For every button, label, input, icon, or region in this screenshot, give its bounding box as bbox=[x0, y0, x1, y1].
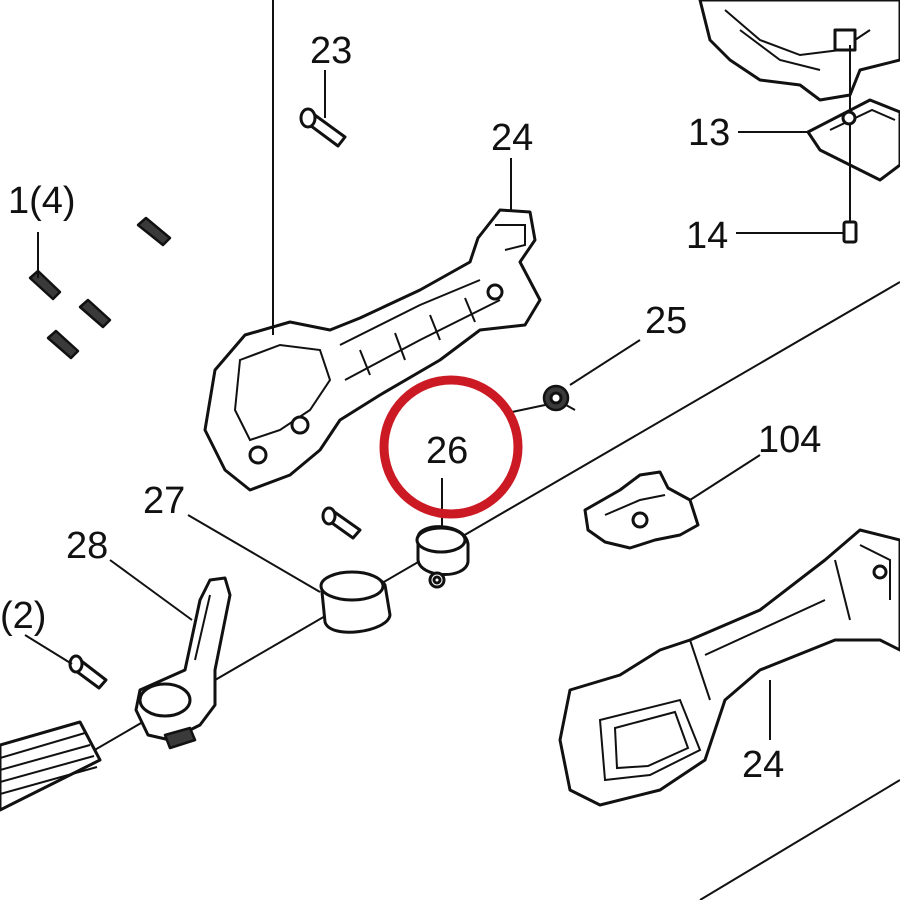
part-27-sleeve bbox=[319, 570, 392, 634]
callout-13: 13 bbox=[688, 112, 730, 154]
part-1-screws bbox=[28, 216, 172, 360]
callout-1: 1(4) bbox=[8, 180, 76, 222]
leader-lines bbox=[24, 0, 843, 740]
callout-labels: 23 24 13 14 1(4) 25 26 104 27 28 (2) 24 bbox=[0, 30, 821, 786]
upper-housing-part bbox=[698, 0, 900, 102]
callout-28: 28 bbox=[66, 525, 108, 567]
part-26-clamp-ring bbox=[415, 525, 470, 589]
part-14-screw bbox=[842, 220, 858, 244]
part-28-lever bbox=[134, 576, 232, 750]
callout-26: 26 bbox=[426, 430, 468, 472]
part-24-motor-housing bbox=[558, 528, 900, 807]
small-screw bbox=[321, 506, 362, 540]
ribbed-tube-part bbox=[0, 720, 102, 812]
callout-27: 27 bbox=[143, 480, 185, 522]
part-25-spring bbox=[511, 384, 576, 413]
callout-2: (2) bbox=[0, 595, 46, 637]
callout-25: 25 bbox=[645, 300, 687, 342]
callout-24-bottom: 24 bbox=[742, 744, 784, 786]
callout-23: 23 bbox=[310, 30, 352, 72]
part-24-handle-half bbox=[203, 208, 542, 492]
part-23-screw bbox=[299, 107, 347, 148]
callout-104: 104 bbox=[758, 419, 821, 461]
part-2-screw bbox=[68, 654, 108, 690]
callout-14: 14 bbox=[686, 215, 728, 257]
part-104-switch bbox=[583, 470, 700, 550]
callout-24-top: 24 bbox=[491, 117, 533, 159]
assembly-axis-lines bbox=[0, 281, 900, 900]
highlight-circle bbox=[379, 375, 523, 519]
part-13-plate bbox=[806, 45, 900, 228]
